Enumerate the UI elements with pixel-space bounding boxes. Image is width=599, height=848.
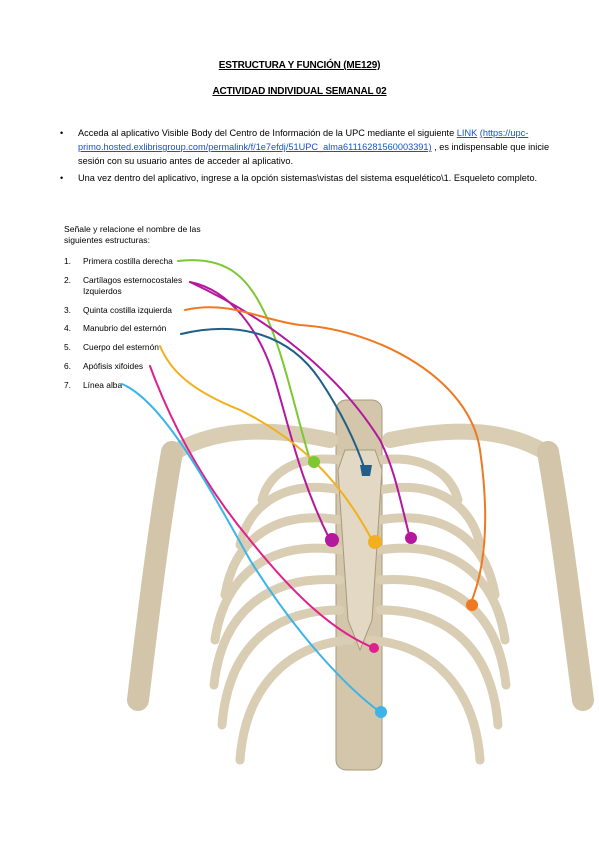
left-humerus [127, 441, 183, 711]
document-title: ESTRUCTURA Y FUNCIÓN (ME129) [218, 60, 381, 71]
marker-quinta-costilla [466, 599, 478, 611]
left-clavicle [162, 423, 338, 463]
annotation-markers [308, 456, 478, 718]
link-text[interactable]: LINK [456, 128, 478, 138]
line-linea-alba [121, 383, 381, 713]
line-cuerpo [159, 345, 373, 541]
ribcage-illustration [127, 399, 594, 771]
sternum [337, 449, 383, 652]
item-number: 2. [64, 275, 71, 285]
rib-r4 [375, 543, 510, 645]
item-number: 4. [64, 323, 71, 333]
instructions-list: • Acceda al aplicativo Visible Body del … [60, 126, 550, 188]
line-manubrio [180, 327, 366, 471]
item-number: 7. [64, 380, 71, 390]
rib-r6 [375, 605, 503, 730]
item-label: Cuerpo del esternón [83, 342, 159, 352]
instruction-text: Acceda al aplicativo Visible Body del Ce… [78, 128, 457, 138]
rib-l7 [235, 635, 355, 765]
annotation-lines [121, 259, 487, 713]
marker-manubrio [360, 465, 372, 476]
item-label: Quinta costilla izquierda [83, 305, 172, 315]
bullet-icon: • [60, 128, 64, 138]
rib-l1 [257, 454, 345, 505]
rib-r3 [375, 513, 500, 600]
item-label: Primera costilla derecha [83, 256, 173, 266]
rib-r1 [375, 454, 463, 505]
item-label: Cartílagos esternocostales Izquierdos [83, 275, 183, 296]
rib-l5 [209, 575, 345, 690]
rib-l2 [235, 482, 345, 550]
item-number: 1. [64, 256, 71, 266]
item-label: Línea alba [83, 380, 123, 390]
instruction-text-end: , es indispensable que inicie sesión con… [78, 142, 550, 166]
rib-l4 [210, 543, 345, 645]
document-subtitle: ACTIVIDAD INDIVIDUAL SEMANAL 02 [212, 86, 387, 97]
bullet-icon: • [60, 173, 64, 183]
marker-primera-costilla [308, 456, 320, 468]
line-cartilagos-2 [189, 281, 411, 539]
item-number: 3. [64, 305, 71, 315]
rib-r2 [375, 482, 485, 550]
instruction-item-2: • Una vez dentro del aplicativo, ingrese… [60, 171, 550, 185]
item-number: 5. [64, 342, 71, 352]
rib-r5 [375, 575, 511, 690]
instruction-text: Una vez dentro del aplicativo, ingrese a… [78, 173, 538, 183]
right-clavicle [382, 423, 558, 463]
instruction-item-1: • Acceda al aplicativo Visible Body del … [60, 126, 550, 168]
rib-r7 [365, 635, 485, 765]
link-url[interactable]: (https://upc-primo.hosted.exlibrisgroup.… [78, 128, 529, 152]
item-label: Apófisis xifoides [83, 361, 144, 371]
marker-cuerpo [368, 535, 382, 549]
marker-apofisis [369, 643, 379, 653]
line-apofisis [149, 365, 375, 649]
marker-cartilagos-right [405, 532, 417, 544]
marker-linea-alba [375, 706, 387, 718]
item-number: 6. [64, 361, 71, 371]
item-label: Manubrio del esternón [83, 323, 167, 333]
question-text: Señale y relacione el nombre de las sigu… [64, 224, 201, 245]
right-humerus [537, 441, 594, 711]
line-primera-costilla [177, 259, 311, 461]
line-quinta-costilla [184, 306, 487, 606]
marker-cartilagos-left [325, 533, 339, 547]
